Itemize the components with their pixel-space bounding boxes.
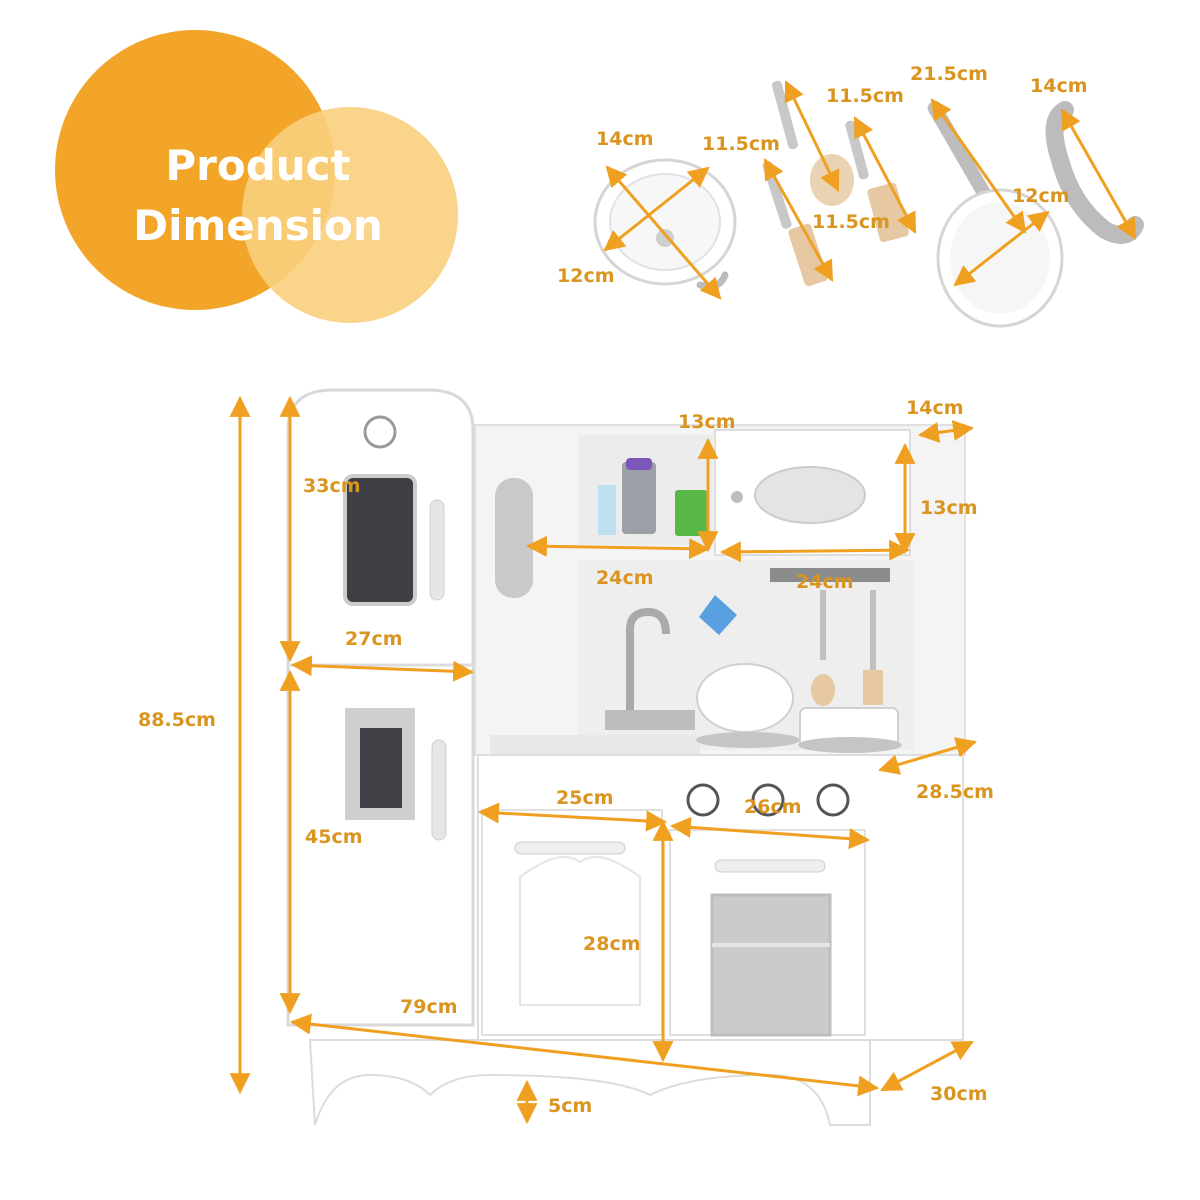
total-width-label: 79cm [400, 996, 458, 1018]
spoon-label: 11.5cm [826, 85, 904, 107]
pan-handle-label: 21.5cm [910, 63, 988, 85]
pot-width-label: 14cm [596, 128, 654, 150]
depth-label: 30cm [930, 1083, 988, 1105]
cabinet-depth-label: 14cm [906, 397, 964, 419]
total-height-label: 88.5cm [138, 709, 216, 731]
pot-depth-label: 12cm [557, 265, 615, 287]
fridge-bottom-label: 45cm [305, 826, 363, 848]
cabinet-width-label: 24cm [796, 571, 854, 593]
spatula-a-label: 11.5cm [702, 133, 780, 155]
phone-label: 14cm [1030, 75, 1088, 97]
kitchen-illustration [286, 388, 966, 1126]
dimension-lines [229, 80, 1137, 1125]
badge-circle-light [242, 107, 458, 323]
sink-cabinet-height-label: 28cm [583, 933, 641, 955]
pan-diameter-label: 12cm [1012, 185, 1070, 207]
fridge-width-label: 27cm [345, 628, 403, 650]
stove-width-label: 26cm [744, 796, 802, 818]
fridge-top-label: 33cm [303, 475, 361, 497]
shelf-height-label: 13cm [678, 411, 736, 433]
spatula-b-label: 11.5cm [812, 211, 890, 233]
base-height-label: 5cm [548, 1095, 592, 1117]
badge-title-line2: Dimension [133, 201, 383, 250]
counter-depth-label: 28.5cm [916, 781, 994, 803]
pan-illustration [927, 101, 1064, 328]
shelf-width-label: 24cm [596, 567, 654, 589]
sink-cabinet-width-label: 25cm [556, 787, 614, 809]
badge-title-line1: Product [165, 141, 350, 190]
cabinet-height-label: 13cm [920, 497, 978, 519]
